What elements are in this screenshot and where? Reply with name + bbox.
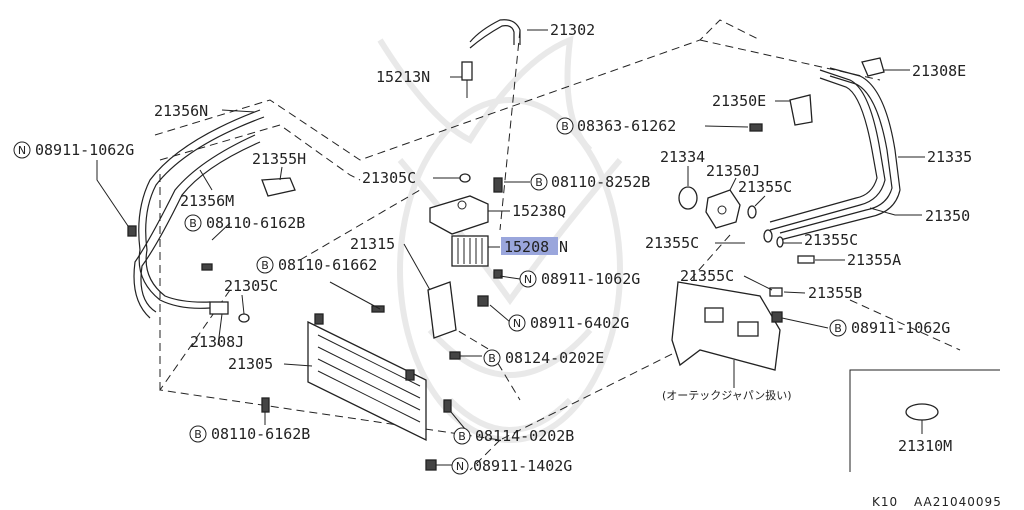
label-15213n: 15213N [376,68,430,86]
bracket-21315-shape [427,281,457,339]
label-21305: 21305 [228,355,273,373]
label-21356m: 21356M [180,192,234,210]
washer-21305c-lower-shape [238,313,250,323]
label-21356n: 21356N [154,102,208,120]
part-21350e-shape [789,94,813,126]
svg-text:B: B [458,430,466,443]
part-21308e-shape [861,57,885,77]
washer-21355c-shape [747,205,757,219]
label-21308j: 21308J [190,333,244,351]
clip-21355h-shape [261,177,296,197]
svg-text:N: N [18,144,26,157]
label-21355b: 21355B [808,284,862,302]
label-21334: 21334 [660,148,705,166]
svg-text:B: B [488,352,496,365]
label-21355a: 21355A [847,251,901,269]
washer-21355c-shape [763,229,773,243]
label-b-08110-61662: 08110-61662 [278,256,377,274]
label-21302: 21302 [550,21,595,39]
svg-text:B: B [535,176,543,189]
label-21350j: 21350J [706,162,760,180]
label-21355c-upper: 21355C [738,178,792,196]
n-prefix-icon [13,141,31,159]
label-21350: 21350 [925,207,970,225]
svg-text:N: N [524,273,532,286]
label-n-08911-1402g: 08911-1402G [473,457,572,475]
mounting-plate-shape [671,281,781,371]
hose-lines [133,19,901,319]
label-21355c-left: 21355C [645,234,699,252]
label-b-08363-61262: 08363-61262 [577,117,676,135]
b-prefix-icon [829,319,847,337]
b-prefix-icon [483,349,501,367]
label-21355c-lower: 21355C [680,267,734,285]
svg-text:N: N [456,460,464,473]
n-prefix-icon [451,457,469,475]
label-b-08114-0202b: 08114-0202B [475,427,574,445]
bolt-21355b-shape [769,287,783,297]
svg-text:N: N [513,317,521,330]
label-21305c-lower: 21305C [224,277,278,295]
label-21355c-right: 21355C [804,231,858,249]
b-prefix-icon [256,256,274,274]
label-b-08911-1062g: 08911-1062G [851,319,950,337]
part-21310m-shape [905,403,939,421]
bolt-21355a-shape [797,255,815,264]
label-15208n-suffix: N [559,238,568,256]
label-21355h: 21355H [252,150,306,168]
n-prefix-icon [508,314,526,332]
b-prefix-icon [189,425,207,443]
bolt-08110-8252b-shape [493,177,503,193]
washer-21305c-shape [459,173,471,183]
svg-text:B: B [834,322,842,335]
highlight-15208n [501,237,558,255]
note-autech-japan: (オーテックジャパン扱い) [662,388,792,402]
b-prefix-icon [184,214,202,232]
footer-page-code: K10 [872,495,898,509]
svg-text:B: B [561,120,569,133]
part-21334-shape [678,186,698,210]
label-b-08124-0202e: 08124-0202E [505,349,604,367]
part-15238q-shape [429,195,489,235]
svg-text:B: B [261,259,269,272]
label-b-08110-6162b-lower: 08110-6162B [211,425,310,443]
label-b-08110-8252b: 08110-8252B [551,173,650,191]
labels: 21302 15213N 21308E 21350E 21356N B 0836… [13,21,1002,509]
part-15213n-shape [461,61,473,81]
b-prefix-icon [453,427,471,445]
label-15238q: 15238Q [512,202,566,220]
components [127,57,885,471]
inset-box [849,369,1000,472]
label-21350e: 21350E [712,92,766,110]
b-prefix-icon [530,173,548,191]
label-21305c-upper: 21305C [362,169,416,187]
watermark-emblem [377,35,623,443]
footer-illustration-code: AA21040095 [914,495,1002,509]
label-21310m: 21310M [898,437,952,455]
label-n-08911-6402g: 08911-6402G [530,314,629,332]
svg-text:B: B [194,428,202,441]
label-21335: 21335 [927,148,972,166]
n-prefix-icon [519,270,537,288]
leader-lines [96,29,925,466]
b-prefix-icon [556,117,574,135]
washer-21355c-shape [776,236,784,248]
label-15208n-number: 15208 [504,238,549,256]
label-21315: 21315 [350,235,395,253]
bolt-08363-shape [749,123,763,132]
svg-text:B: B [189,217,197,230]
fitting-21308j-shape [209,301,229,315]
label-n-08911-1062g-middle: 08911-1062G [541,270,640,288]
label-21308e: 21308E [912,62,966,80]
label-n-08911-1062g: 08911-1062G [35,141,134,159]
label-b-08110-6162b-upper: 08110-6162B [206,214,305,232]
